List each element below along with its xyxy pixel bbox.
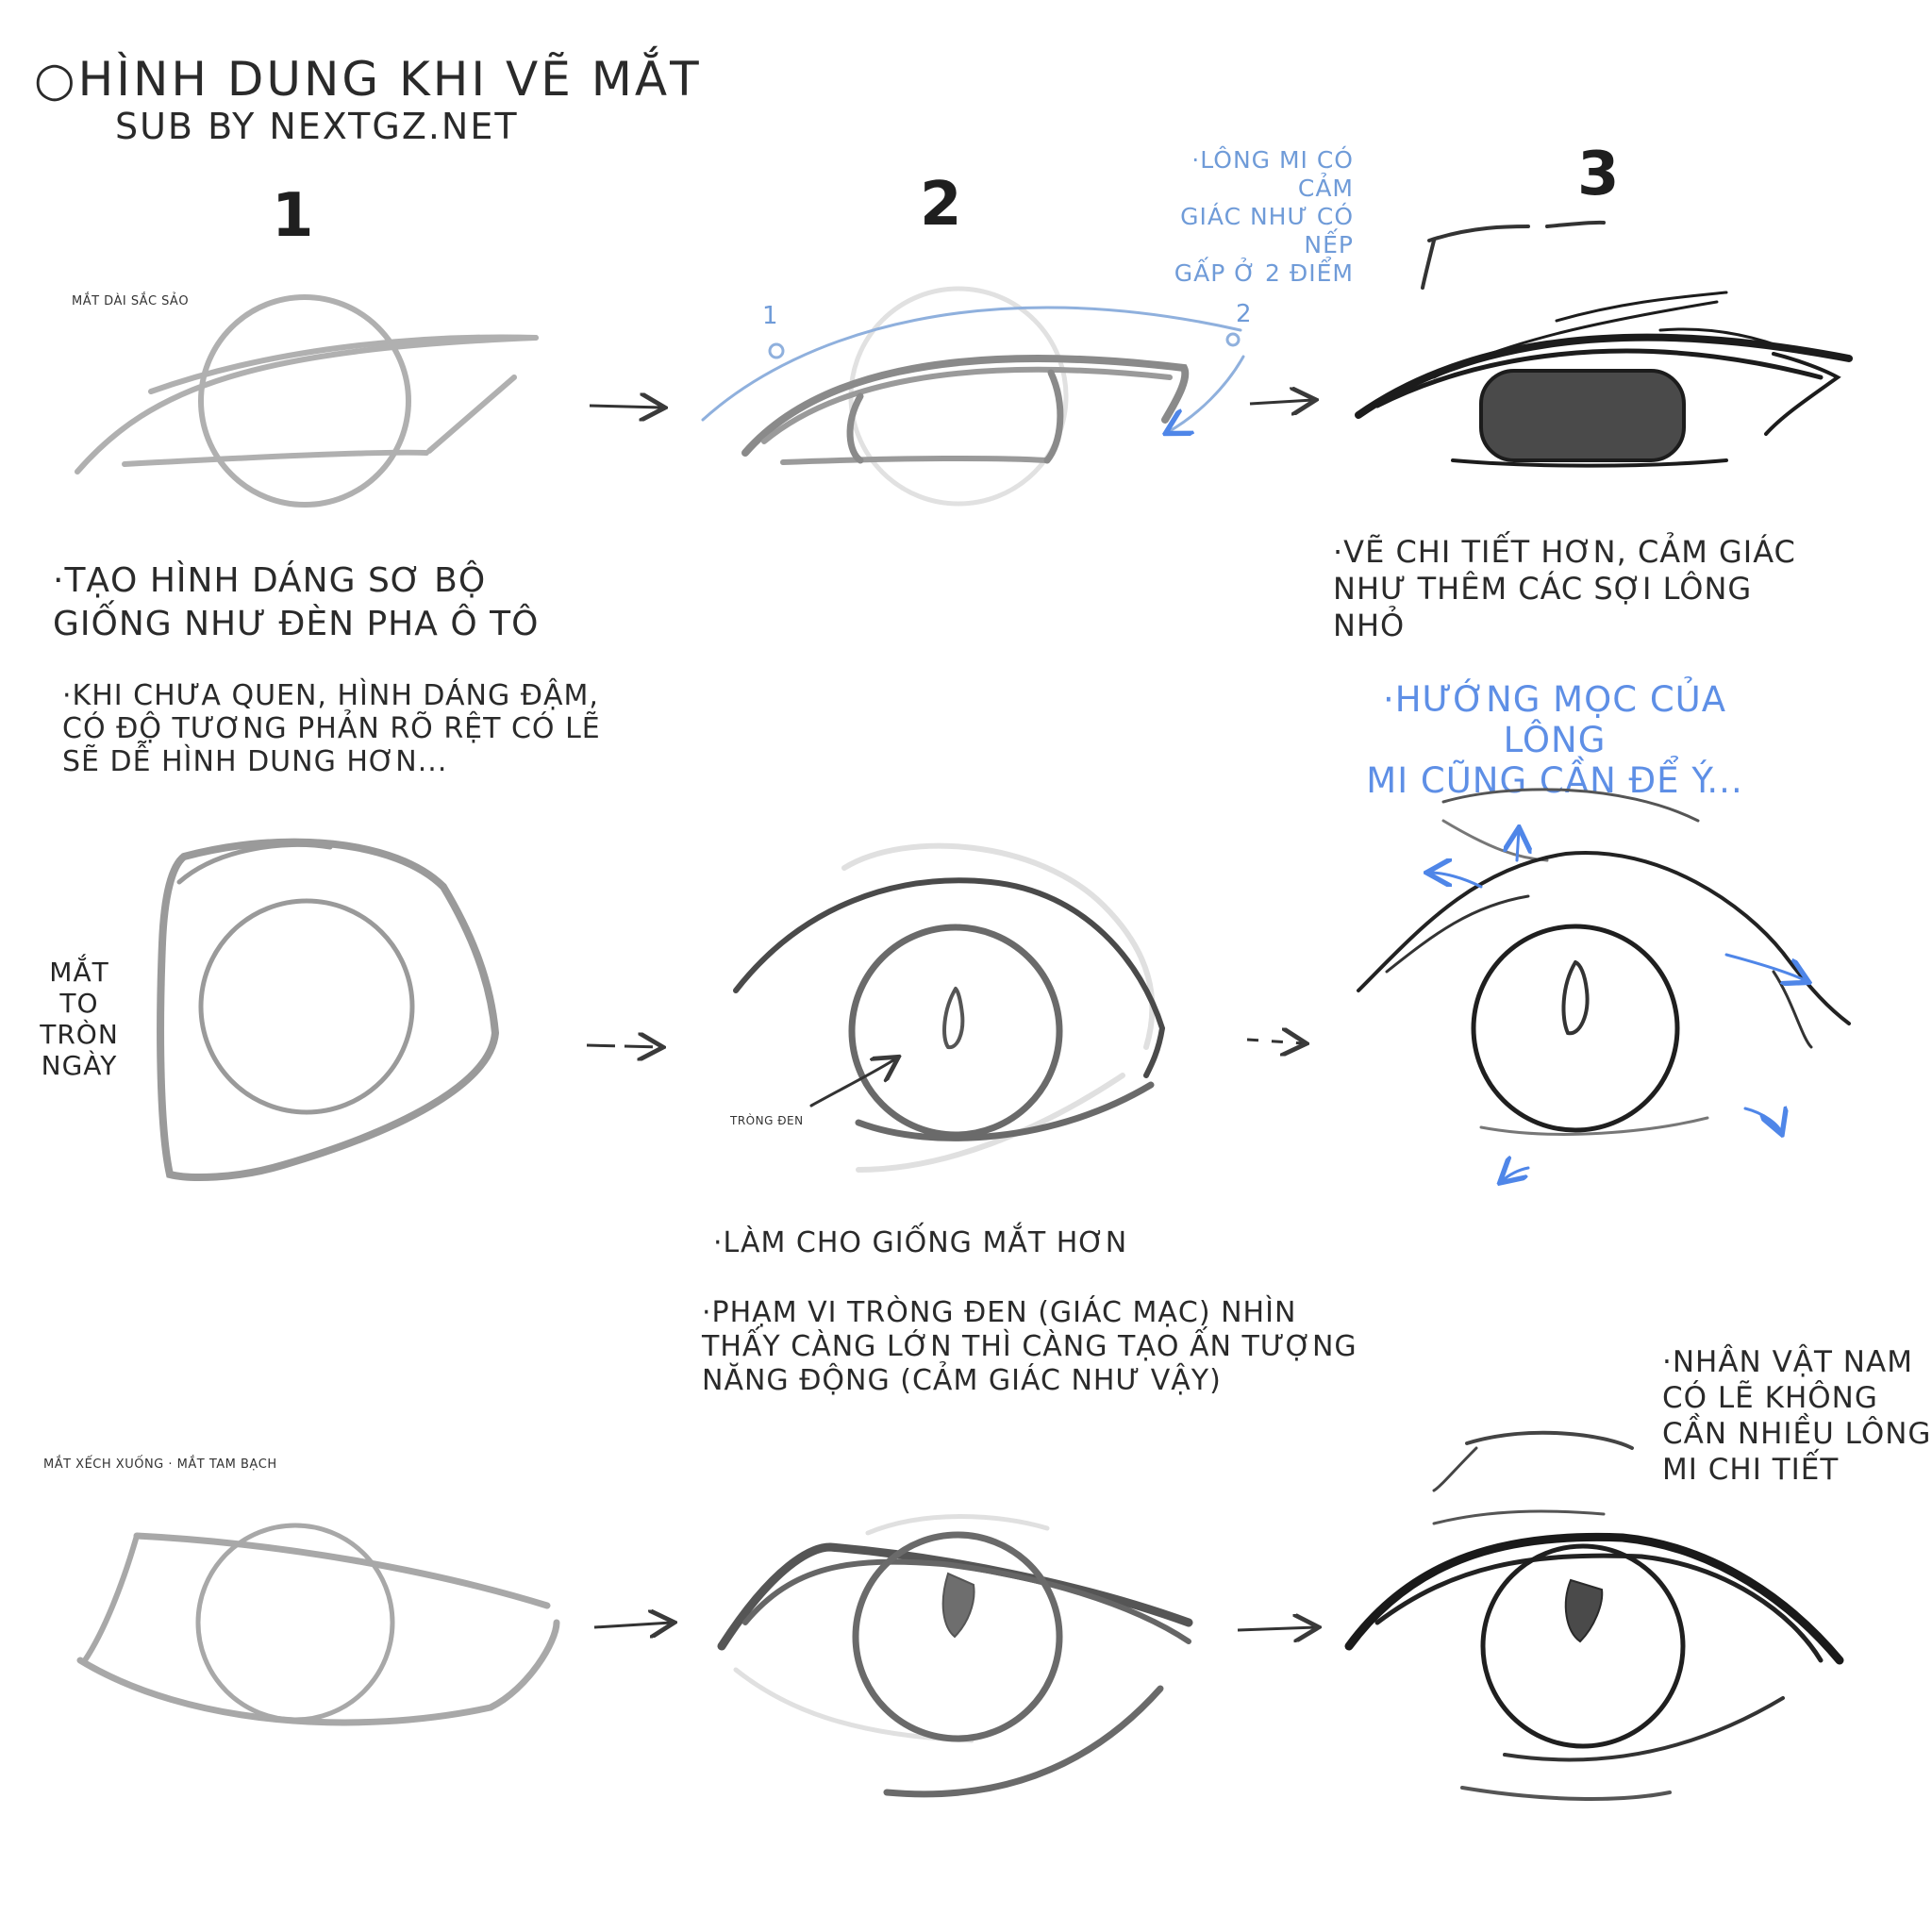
row2-eye-label: MẮT TO TRÒN NGÀY (40, 957, 119, 1081)
arrow-right-icon (1246, 1040, 1304, 1043)
step1-note: ·TẠO HÌNH DÁNG SƠ BỘ GIỐNG NHƯ ĐÈN PHA Ô… (53, 561, 540, 643)
row3-eye-label: MẮT XẾCH XUỐNG · MẮT TAM BẠCH (43, 1457, 277, 1472)
row2-sketch-2 (733, 842, 1166, 1173)
lash-fold-note: ·LÔNG MI CÓ CẢM GIÁC NHƯ CÓ NẾP GẤP Ở 2 … (1174, 146, 1354, 287)
row2-sketch-3 (1357, 788, 1851, 1181)
row1-sketch-1 (75, 294, 539, 508)
row3-sketch-2 (717, 1514, 1193, 1798)
arrow-right-icon (586, 1045, 660, 1047)
row3-sketch-3 (1344, 1430, 1844, 1801)
row3-sketch-1 (76, 1523, 560, 1726)
arrow-right-icon (593, 1623, 672, 1627)
iris-label: TRÒNG ĐEN (730, 1114, 804, 1127)
row1-eye-label: MẮT DÀI SẮC SẢO (72, 294, 190, 308)
step3-note: ·VẼ CHI TIẾT HƠN, CẢM GIÁC NHƯ THÊM CÁC … (1333, 534, 1796, 643)
lash-growth-note: ·HƯỚNG MỌC CỦA LÔNG MI CŨNG CẦN ĐỂ Ý... (1366, 679, 1743, 801)
unfamiliar-note: ·KHI CHƯA QUEN, HÌNH DÁNG ĐẬM, CÓ ĐỘ TƯƠ… (62, 679, 601, 778)
fold-point-1-label: 1 (762, 302, 779, 330)
more-eye-note: ·LÀM CHO GIỐNG MẮT HƠN (713, 1226, 1128, 1259)
row1-sketch-2 (701, 286, 1245, 507)
credit-text: SUB BY NEXTGZ.NET (115, 106, 519, 147)
step-number-2: 2 (920, 170, 963, 240)
step-number-3: 3 (1577, 140, 1621, 209)
iris-range-note: ·PHẠM VI TRÒNG ĐEN (GIÁC MẠC) NHÌN THẤY … (702, 1296, 1357, 1397)
arrow-right-icon (589, 406, 662, 408)
row2-sketch-1 (157, 838, 500, 1181)
arrow-right-icon (1249, 400, 1313, 404)
step-number-1: 1 (272, 181, 315, 251)
row1-sketch-3 (1355, 220, 1853, 468)
fold-point-2-label: 2 (1236, 300, 1253, 328)
male-character-note: ·NHÂN VẬT NAM CÓ LẼ KHÔNG CẦN NHIỀU LÔNG… (1662, 1345, 1932, 1487)
arrow-right-icon (1237, 1627, 1316, 1630)
page-title: ○HÌNH DUNG KHI VẼ MẮT (34, 52, 702, 107)
